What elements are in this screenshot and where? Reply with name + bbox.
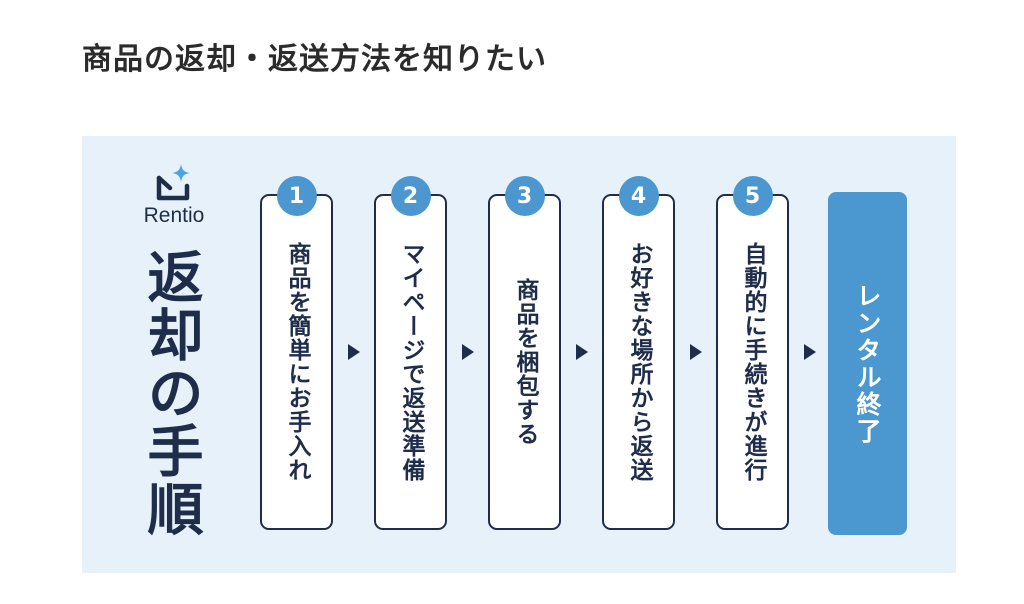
step-card-1: 1 商品を簡単にお手入れ [260,176,333,530]
step-card-2: 2 マイページで返送準備 [374,176,447,530]
step-label: 商品を梱包する [512,278,538,446]
step-label: マイページで返送準備 [398,242,424,482]
step-label: 自動的に手続きが進行 [740,242,766,482]
arrow-right-icon [804,344,816,360]
rentio-house-icon [156,164,190,201]
rentio-logo: Rentio [134,164,214,228]
arrow-right-icon [690,344,702,360]
step-label: お好きな場所から返送 [626,242,652,482]
step-label: 商品を簡単にお手入れ [284,242,310,482]
arrow-right-icon [348,344,360,360]
panel-heading: 返却の手順 [138,248,203,538]
final-step-card: レンタル終了 [828,192,907,535]
step-card-4: 4 お好きな場所から返送 [602,176,675,530]
step-number-badge: 4 [618,176,659,216]
step-number-badge: 2 [390,176,431,216]
step-number-badge: 1 [276,176,317,216]
page-title: 商品の返却・返送方法を知りたい [82,42,547,77]
step-card-3: 3 商品を梱包する [488,176,561,530]
step-number-badge: 3 [504,176,545,216]
arrow-right-icon [462,344,474,360]
arrow-right-icon [576,344,588,360]
return-steps-panel: Rentio 返却の手順 1 商品を簡単にお手入れ 2 マイページで返送準備 3… [82,136,956,573]
step-number-badge: 5 [732,176,773,216]
final-step-label: レンタル終了 [853,282,882,445]
logo-text: Rentio [143,204,205,227]
step-card-5: 5 自動的に手続きが進行 [716,176,789,530]
